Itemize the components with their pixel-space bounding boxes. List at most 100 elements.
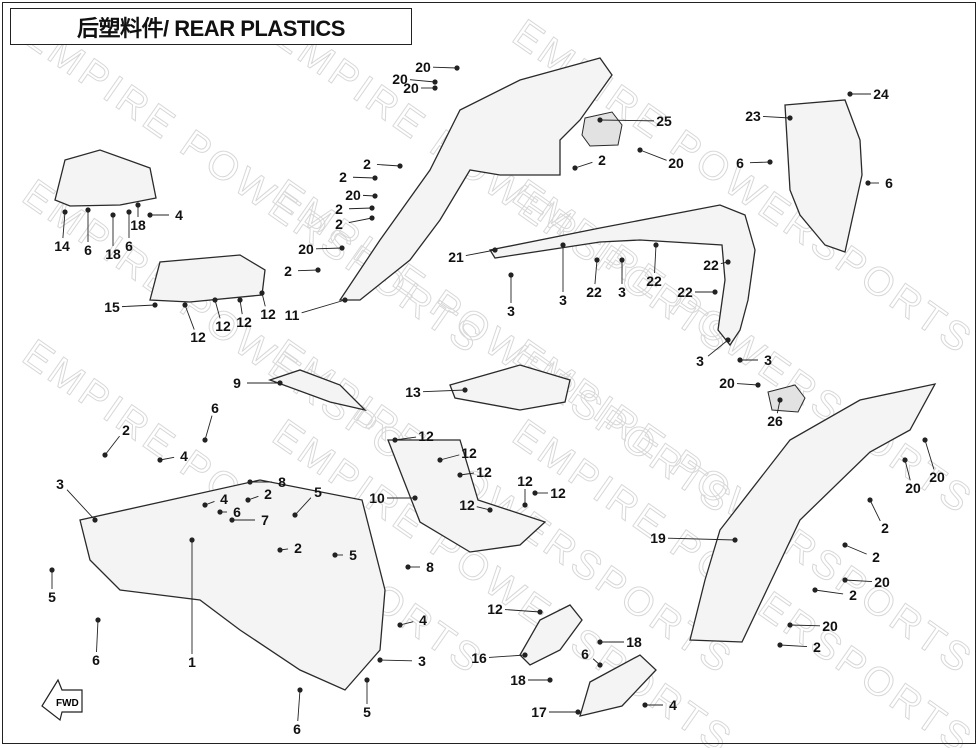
- callout-number: 4: [419, 612, 427, 628]
- callout-23: 23: [745, 108, 793, 124]
- callout-2: 2: [867, 497, 889, 536]
- fastener-mark: [572, 165, 578, 171]
- callout-9: 9: [233, 375, 283, 391]
- callout-number: 20: [822, 618, 838, 634]
- leader-line: [394, 436, 417, 441]
- fastener-mark: [454, 65, 460, 71]
- callout-number: 20: [874, 574, 890, 590]
- callout-number: 20: [403, 80, 419, 96]
- leader-line: [465, 249, 496, 257]
- callout-19: 19: [650, 530, 738, 546]
- leader-line: [379, 659, 413, 662]
- fastener-mark: [457, 472, 463, 478]
- fastener-mark: [642, 702, 648, 708]
- callout-22: 22: [646, 242, 662, 289]
- leader-line: [488, 654, 526, 658]
- callout-number: 17: [531, 704, 547, 720]
- callout-12: 12: [259, 290, 276, 322]
- fastener-mark: [732, 537, 738, 543]
- callout-18: 18: [130, 202, 146, 233]
- callout-number: 20: [719, 375, 735, 391]
- callout-12: 12: [517, 473, 533, 508]
- fastener-mark: [902, 457, 908, 463]
- fastener-mark: [392, 437, 398, 443]
- callout-6: 6: [92, 617, 101, 668]
- callout-20: 20: [719, 375, 761, 391]
- leader-line: [352, 176, 376, 179]
- leader-line: [294, 497, 312, 516]
- fastener-mark: [787, 622, 793, 628]
- fastener-mark: [245, 497, 251, 503]
- fastener-mark: [432, 85, 438, 91]
- leader-line: [348, 207, 373, 210]
- fastener-mark: [126, 209, 132, 215]
- callout-number: 11: [285, 307, 300, 323]
- callout-number: 18: [626, 634, 642, 650]
- fastener-mark: [202, 502, 208, 508]
- callout-20: 20: [298, 241, 345, 257]
- callout-number: 6: [125, 238, 133, 254]
- callout-2: 2: [842, 542, 880, 565]
- leader-line: [297, 269, 319, 272]
- leader-line: [66, 489, 96, 521]
- callout-18: 18: [510, 672, 553, 688]
- callout-12: 12: [182, 302, 206, 345]
- fastener-mark: [277, 380, 283, 386]
- part-11-rear-fender-left: [338, 57, 613, 301]
- callout-2: 2: [363, 156, 403, 172]
- leader-line: [736, 383, 759, 386]
- callout-number: 18: [510, 672, 526, 688]
- callout-number: 20: [298, 241, 314, 257]
- callout-number: 10: [369, 490, 385, 506]
- fastener-mark: [865, 180, 871, 186]
- callout-number: 12: [215, 318, 231, 334]
- fastener-mark: [152, 302, 158, 308]
- fastener-mark: [575, 709, 581, 715]
- fastener-mark: [397, 163, 403, 169]
- callout-number: 20: [392, 71, 408, 87]
- fastener-mark: [737, 357, 743, 363]
- fastener-mark: [767, 159, 773, 165]
- callout-number: 12: [236, 314, 252, 330]
- callout-number: 4: [669, 697, 677, 713]
- callout-2: 2: [812, 587, 857, 603]
- fastener-mark: [397, 622, 403, 628]
- callout-20: 20: [392, 71, 438, 87]
- part-16-guard: [519, 604, 583, 666]
- fastener-mark: [522, 502, 528, 508]
- leader-line: [667, 537, 736, 541]
- callout-12: 12: [487, 601, 543, 617]
- callout-number: 12: [461, 445, 477, 461]
- callout-number: 3: [418, 653, 426, 669]
- callout-number: 15: [104, 299, 120, 315]
- callout-1: 1: [188, 537, 196, 670]
- callout-20: 20: [922, 437, 945, 485]
- callout-number: 3: [618, 284, 626, 300]
- callout-number: 6: [736, 155, 744, 171]
- callout-2: 2: [284, 263, 321, 279]
- callout-6: 6: [84, 207, 92, 258]
- fastener-mark: [202, 437, 208, 443]
- callout-13: 13: [405, 384, 468, 400]
- fastener-mark: [597, 117, 603, 123]
- callout-number: 3: [507, 303, 515, 319]
- callout-number: 24: [873, 86, 889, 102]
- leader-line: [376, 164, 401, 167]
- leader-line: [789, 624, 821, 627]
- callout-22: 22: [586, 257, 602, 300]
- callout-12: 12: [532, 485, 566, 501]
- fastener-mark: [462, 387, 468, 393]
- callout-number: 6: [581, 646, 589, 662]
- fastener-mark: [532, 490, 538, 496]
- callout-12: 12: [392, 428, 434, 444]
- leader-line: [924, 439, 935, 470]
- fastener-mark: [777, 642, 783, 648]
- leader-line: [104, 435, 120, 456]
- leader-line: [904, 459, 911, 481]
- callout-5: 5: [332, 547, 357, 563]
- fastener-mark: [297, 687, 303, 693]
- leader-line: [121, 304, 156, 308]
- callout-number: 8: [278, 474, 286, 490]
- callout-number: 4: [220, 491, 228, 507]
